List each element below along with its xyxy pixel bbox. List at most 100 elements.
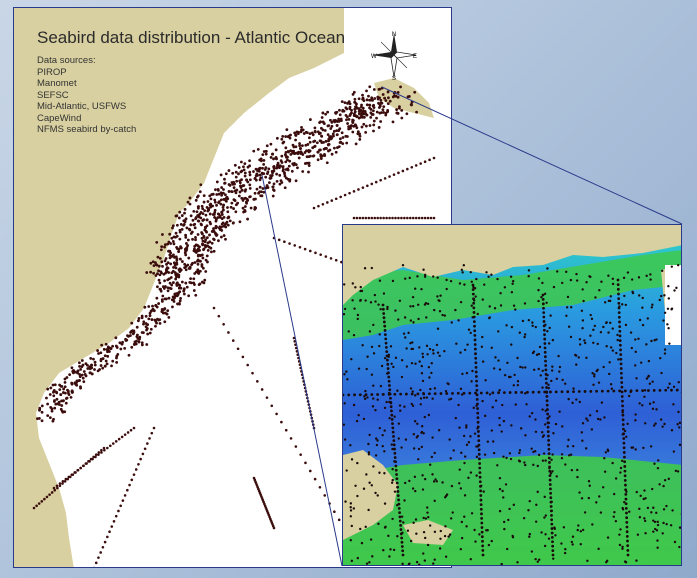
observation-point — [574, 354, 578, 357]
observation-point — [323, 147, 327, 150]
observation-point — [364, 216, 368, 220]
observation-point — [294, 346, 298, 350]
observation-point — [481, 399, 484, 403]
observation-point — [388, 216, 391, 220]
observation-point — [500, 562, 503, 565]
observation-point — [52, 390, 55, 394]
observation-point — [205, 254, 209, 258]
observation-point — [659, 356, 662, 360]
observation-point — [150, 431, 154, 435]
observation-point — [549, 390, 552, 394]
observation-point — [192, 223, 196, 227]
observation-point — [211, 192, 215, 196]
observation-point — [572, 387, 575, 390]
observation-point — [307, 403, 311, 406]
observation-point — [338, 113, 342, 117]
observation-point — [420, 216, 424, 220]
observation-point — [548, 469, 552, 473]
observation-point — [60, 385, 64, 388]
observation-point — [457, 403, 460, 407]
observation-point — [184, 235, 188, 239]
inset-map-gulf-of-maine — [342, 224, 682, 566]
observation-point — [537, 299, 540, 303]
observation-point — [384, 99, 388, 102]
observation-point — [423, 415, 426, 419]
observation-point — [627, 394, 631, 398]
observation-point — [350, 524, 353, 528]
observation-point — [401, 562, 404, 565]
observation-point — [400, 515, 404, 518]
observation-point — [626, 548, 630, 552]
observation-point — [399, 532, 403, 536]
observation-point — [188, 196, 192, 200]
observation-point — [307, 149, 311, 152]
observation-point — [200, 236, 204, 240]
observation-point — [653, 462, 656, 465]
observation-point — [243, 174, 247, 178]
observation-point — [319, 253, 322, 256]
observation-point — [280, 154, 284, 158]
observation-point — [600, 280, 603, 283]
observation-point — [656, 466, 660, 470]
observation-point — [238, 220, 242, 224]
observation-point — [620, 385, 624, 389]
observation-point — [141, 452, 145, 456]
observation-point — [401, 553, 405, 557]
observation-point — [527, 318, 531, 322]
observation-point — [394, 216, 397, 220]
observation-point — [663, 311, 667, 314]
observation-point — [479, 489, 483, 493]
observation-point — [332, 146, 336, 150]
observation-point — [299, 147, 302, 150]
observation-point — [256, 380, 259, 383]
observation-point — [621, 423, 625, 426]
observation-point — [330, 120, 334, 124]
observation-point — [63, 410, 67, 414]
observation-point — [477, 439, 481, 442]
observation-point — [185, 242, 188, 245]
observation-point — [212, 227, 215, 230]
observation-point — [461, 372, 464, 376]
observation-point — [422, 432, 425, 435]
observation-point — [389, 396, 392, 400]
observation-point — [617, 315, 621, 319]
observation-point — [355, 419, 359, 423]
observation-point — [581, 528, 585, 532]
observation-point — [246, 363, 250, 367]
observation-point — [444, 390, 448, 393]
observation-point — [457, 319, 460, 322]
observation-point — [372, 465, 375, 468]
observation-point — [358, 134, 362, 138]
observation-point — [410, 165, 414, 169]
observation-point — [623, 500, 626, 504]
observation-point — [228, 183, 232, 187]
observation-point — [105, 362, 109, 366]
observation-point — [545, 394, 549, 398]
observation-point — [451, 511, 454, 514]
observation-point — [503, 527, 506, 531]
observation-point — [158, 256, 162, 260]
observation-point — [465, 525, 468, 528]
observation-point — [668, 382, 671, 385]
observation-point — [197, 219, 201, 223]
observation-point — [478, 480, 482, 484]
observation-point — [509, 457, 513, 461]
observation-point — [503, 373, 507, 377]
observation-point — [649, 278, 652, 281]
observation-point — [607, 331, 610, 334]
observation-point — [618, 334, 622, 338]
observation-point — [550, 369, 554, 372]
observation-point — [379, 216, 382, 220]
observation-point — [663, 479, 667, 482]
observation-point — [149, 327, 153, 331]
observation-point — [221, 191, 225, 195]
observation-point — [443, 314, 447, 317]
observation-point — [667, 297, 671, 300]
observation-point — [543, 355, 547, 359]
observation-point — [294, 134, 298, 137]
observation-point — [239, 160, 243, 164]
observation-point — [346, 122, 349, 125]
observation-point — [51, 383, 55, 387]
observation-point — [391, 422, 394, 426]
observation-point — [616, 338, 619, 342]
